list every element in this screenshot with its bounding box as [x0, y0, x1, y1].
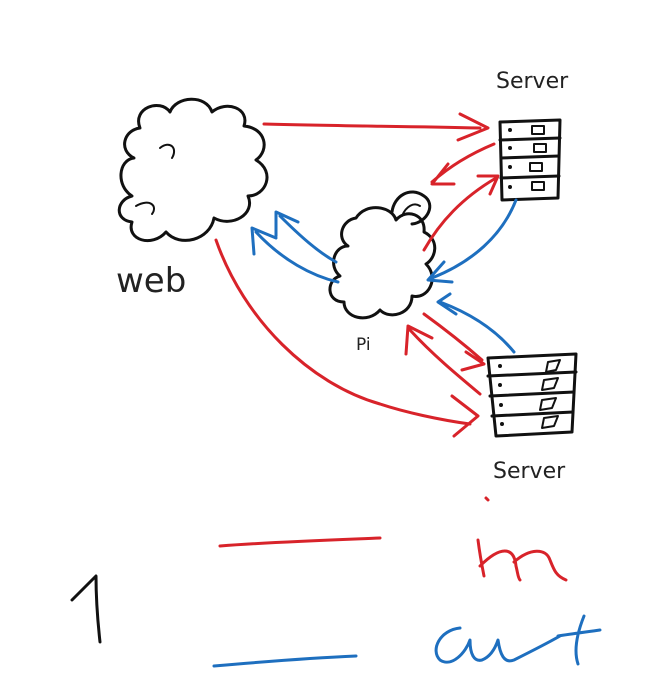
top-server-rack-icon [498, 118, 562, 202]
in-arrows [214, 112, 500, 438]
legend-in-handwriting [476, 496, 568, 582]
legend-out-line [212, 654, 358, 668]
pi-raspberry-icon [328, 190, 437, 320]
top-server-label: Server [496, 69, 569, 94]
bottom-server-label: Server [493, 459, 566, 484]
legend-in-line [218, 536, 382, 548]
out-arrows [250, 198, 518, 354]
arrow-pi-to-top-server [422, 174, 500, 252]
legend-out-text: out [0, 0, 2, 1]
arrow-bottom-server-to-pi-out [436, 292, 516, 354]
arrow-top-server-to-pi-return [430, 142, 496, 186]
bottom-server-rack-icon [486, 352, 578, 438]
legend: 1 in out [0, 0, 602, 668]
web-label: web [116, 261, 186, 301]
arrow-pi-to-web-2 [274, 210, 338, 264]
legend-out-handwriting [434, 614, 602, 666]
web-cloud-icon [117, 97, 269, 243]
arrow-pi-to-web-1 [250, 226, 340, 284]
legend-in-text: in [0, 0, 1, 1]
legend-number-1 [70, 574, 102, 644]
legend-number-text: 1 [0, 0, 1, 1]
arrow-web-to-top-server [262, 112, 490, 142]
arrow-web-to-bottom-server [214, 238, 480, 438]
pi-label: Pi [356, 335, 371, 355]
arrow-pi-to-bottom-server [422, 312, 486, 372]
arrow-top-server-to-pi [426, 198, 518, 284]
arrow-bottom-server-to-pi [404, 324, 482, 396]
